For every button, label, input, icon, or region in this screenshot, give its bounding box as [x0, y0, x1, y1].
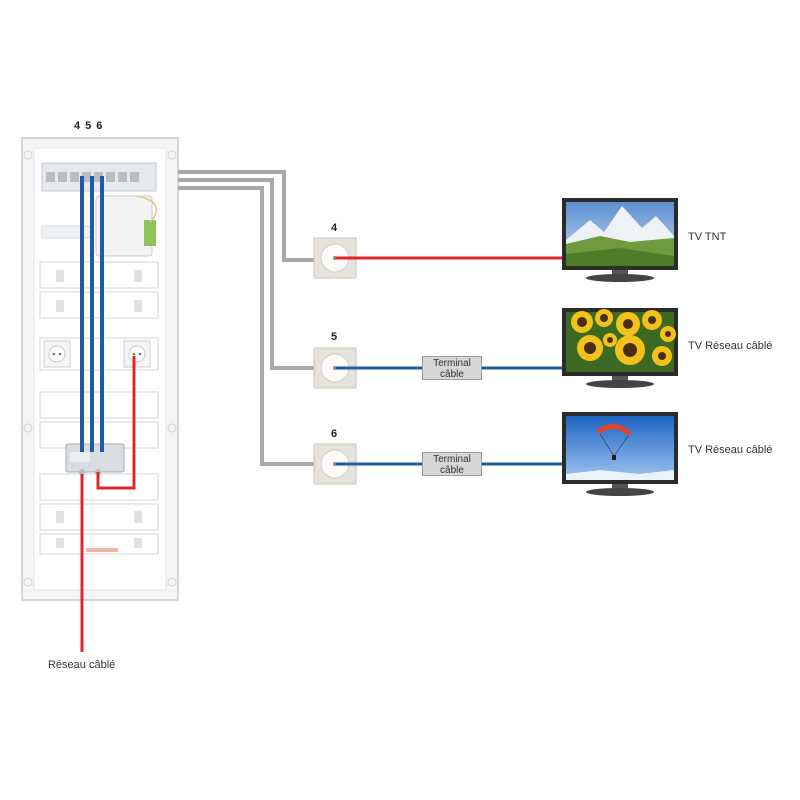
- mount-hole-icon: [23, 423, 33, 433]
- tv-neck: [612, 484, 628, 489]
- breaker-toggle-icon: [134, 270, 142, 282]
- tv-stand: [586, 274, 654, 282]
- conduit-4: [178, 170, 318, 262]
- breaker-toggle-icon: [134, 300, 142, 312]
- tv-neck: [612, 270, 628, 275]
- red-cable-socket: [96, 356, 136, 490]
- breaker-toggle-icon: [56, 300, 64, 312]
- panel-header-numbers: 4 5 6: [74, 120, 102, 133]
- splitter-port-icon: [79, 469, 85, 475]
- tv-screen-mountains: [566, 202, 674, 266]
- rj45-port-icon: [58, 172, 67, 182]
- terminal-label-line1: Terminal: [433, 358, 471, 369]
- fiber-loop: [135, 195, 158, 223]
- rj45-port-icon: [70, 172, 79, 182]
- tv-reseau-cable-label-1: TV Réseau câblé: [688, 340, 773, 352]
- terminal-label-line2: câble: [440, 465, 464, 476]
- outlet-number-4: 4: [331, 222, 338, 234]
- breaker-toggle-icon: [134, 538, 142, 548]
- header-digit: 6: [96, 120, 103, 132]
- breaker-row: [39, 391, 159, 419]
- socket-face-icon: [48, 345, 66, 363]
- network-box: [95, 195, 153, 257]
- tv-tnt-label: TV TNT: [688, 231, 727, 243]
- rj45-port-icon: [94, 172, 103, 182]
- rj45-ports: [46, 172, 139, 182]
- tv-tnt: [562, 198, 678, 282]
- mount-hole-icon: [167, 150, 177, 160]
- tv-reseau-cable-2: [562, 412, 678, 496]
- outlet-cables: [336, 256, 566, 466]
- header-digit: 4: [74, 120, 81, 132]
- socket-face-icon: [128, 345, 146, 363]
- mount-hole-icon: [167, 423, 177, 433]
- rj45-port-icon: [118, 172, 127, 182]
- rj45-port-icon: [130, 172, 139, 182]
- mount-hole-icon: [23, 150, 33, 160]
- mount-hole-icon: [167, 577, 177, 587]
- breaker-toggle-icon: [56, 270, 64, 282]
- terminal-label-line1: Terminal: [433, 454, 471, 465]
- tv-stand: [586, 488, 654, 496]
- tv-neck: [612, 376, 628, 381]
- tv-screen-paraglider: [566, 416, 674, 480]
- rj45-port-icon: [82, 172, 91, 182]
- tv-reseau-cable-1: [562, 308, 678, 388]
- conduits: [178, 170, 318, 466]
- breaker-toggle-icon: [56, 511, 64, 523]
- terminal-label-line2: câble: [440, 369, 464, 380]
- panel-cables: [80, 176, 136, 652]
- breaker-toggle-icon: [134, 511, 142, 523]
- mount-hole-icon: [23, 577, 33, 587]
- warning-label: [86, 548, 118, 552]
- breaker-toggles: [56, 270, 142, 548]
- terminal-cable-box-6: Terminal câble: [422, 452, 482, 476]
- tv-stand: [586, 380, 654, 388]
- green-connector-icon: [144, 220, 156, 246]
- conduit-5: [178, 178, 318, 370]
- source-label: Réseau câblé: [48, 659, 116, 671]
- tv-reseau-cable-label-2: TV Réseau câblé: [688, 444, 773, 456]
- header-digit: 5: [85, 120, 92, 132]
- outlet-number-6: 6: [331, 428, 338, 440]
- splitter-label: [70, 452, 90, 462]
- label-strip: [41, 225, 93, 239]
- panel-sockets: [43, 340, 151, 368]
- outlet-number-5: 5: [331, 331, 338, 343]
- rj45-port-icon: [106, 172, 115, 182]
- tv-screen-sunflowers: [566, 309, 676, 372]
- conduit-6: [178, 186, 318, 466]
- terminal-cable-box-5: Terminal câble: [422, 356, 482, 380]
- breaker-row: [39, 533, 159, 555]
- breaker-toggle-icon: [56, 538, 64, 548]
- rj45-port-icon: [46, 172, 55, 182]
